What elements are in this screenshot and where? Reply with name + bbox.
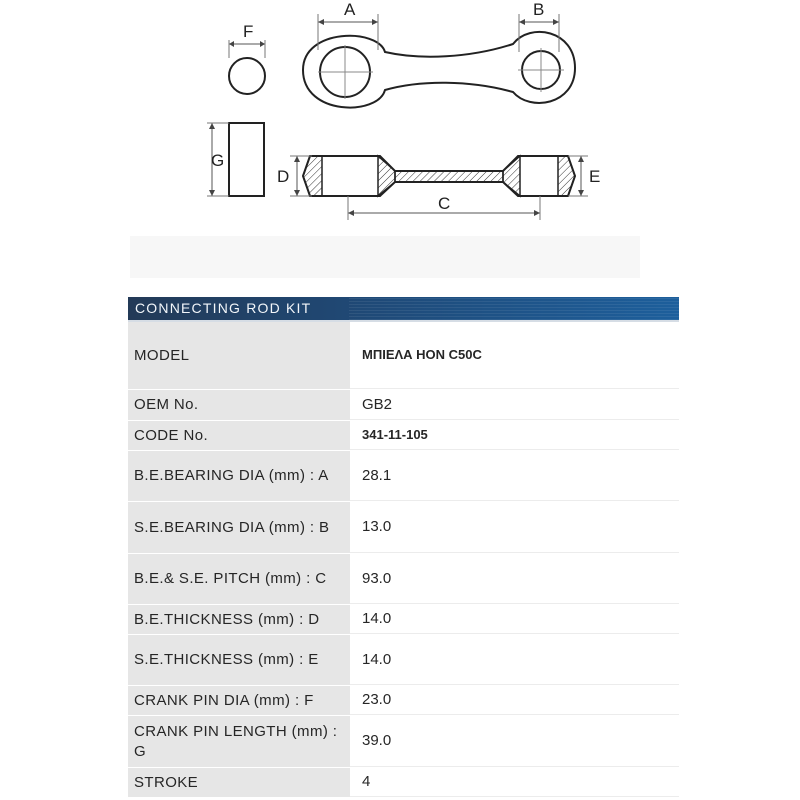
- label-e: E: [589, 167, 600, 186]
- crank-pin-top-view: F: [228, 22, 266, 95]
- row-value: 14.0: [350, 635, 679, 685]
- table-row: B.E.& S.E. PITCH (mm) : C 93.0: [128, 554, 679, 605]
- table-row: CRANK PIN DIA (mm) : F 23.0: [128, 686, 679, 716]
- faint-background-smudge: [130, 236, 640, 278]
- row-value: 39.0: [350, 716, 679, 767]
- row-label: B.E.THICKNESS (mm) : D: [128, 605, 350, 634]
- kit-title: CONNECTING ROD KIT: [135, 300, 312, 316]
- row-value: 14.0: [350, 605, 679, 634]
- table-row: B.E.THICKNESS (mm) : D 14.0: [128, 605, 679, 635]
- table-row: OEM No. GB2: [128, 390, 679, 421]
- table-row: STROKE 4: [128, 768, 679, 798]
- label-d: D: [277, 167, 289, 186]
- table-row: B.E.BEARING DIA (mm) : A 28.1: [128, 451, 679, 502]
- row-value: 28.1: [350, 451, 679, 501]
- row-value: ΜΠΙΕΛΑ HON C50C: [350, 322, 679, 389]
- label-b: B: [533, 0, 544, 19]
- connecting-rod-diagram: F G A: [0, 0, 800, 290]
- row-label: CODE No.: [128, 421, 350, 450]
- table-row: S.E.THICKNESS (mm) : E 14.0: [128, 635, 679, 686]
- row-label: B.E.BEARING DIA (mm) : A: [128, 451, 350, 501]
- table-row: MODEL ΜΠΙΕΛΑ HON C50C: [128, 322, 679, 390]
- label-c: C: [438, 194, 450, 213]
- row-value: 4: [350, 768, 679, 797]
- row-value: 93.0: [350, 554, 679, 604]
- row-value: 13.0: [350, 502, 679, 553]
- rod-top-view: A B: [301, 0, 577, 109]
- row-label: CRANK PIN DIA (mm) : F: [128, 686, 350, 715]
- spec-table: MODEL ΜΠΙΕΛΑ HON C50C OEM No. GB2 CODE N…: [128, 322, 679, 798]
- row-label: S.E.BEARING DIA (mm) : B: [128, 502, 350, 553]
- table-row: CRANK PIN LENGTH (mm) : G 39.0: [128, 716, 679, 768]
- header-divider: [128, 320, 679, 322]
- rod-side-view: D E C: [277, 154, 600, 220]
- row-label: STROKE: [128, 768, 350, 797]
- label-a: A: [344, 0, 356, 19]
- label-g: G: [211, 151, 224, 170]
- row-label: CRANK PIN LENGTH (mm) : G: [128, 716, 350, 767]
- row-label: MODEL: [128, 322, 350, 389]
- table-row: CODE No. 341-11-105: [128, 421, 679, 451]
- table-row: S.E.BEARING DIA (mm) : B 13.0: [128, 502, 679, 554]
- row-label: OEM No.: [128, 390, 350, 420]
- label-f: F: [243, 22, 253, 41]
- row-value: 23.0: [350, 686, 679, 715]
- row-label: B.E.& S.E. PITCH (mm) : C: [128, 554, 350, 604]
- row-value: 341-11-105: [350, 421, 679, 450]
- kit-header: CONNECTING ROD KIT: [128, 297, 679, 320]
- row-label: S.E.THICKNESS (mm) : E: [128, 635, 350, 685]
- crank-pin-side-view: G: [207, 122, 265, 197]
- row-value: GB2: [350, 390, 679, 420]
